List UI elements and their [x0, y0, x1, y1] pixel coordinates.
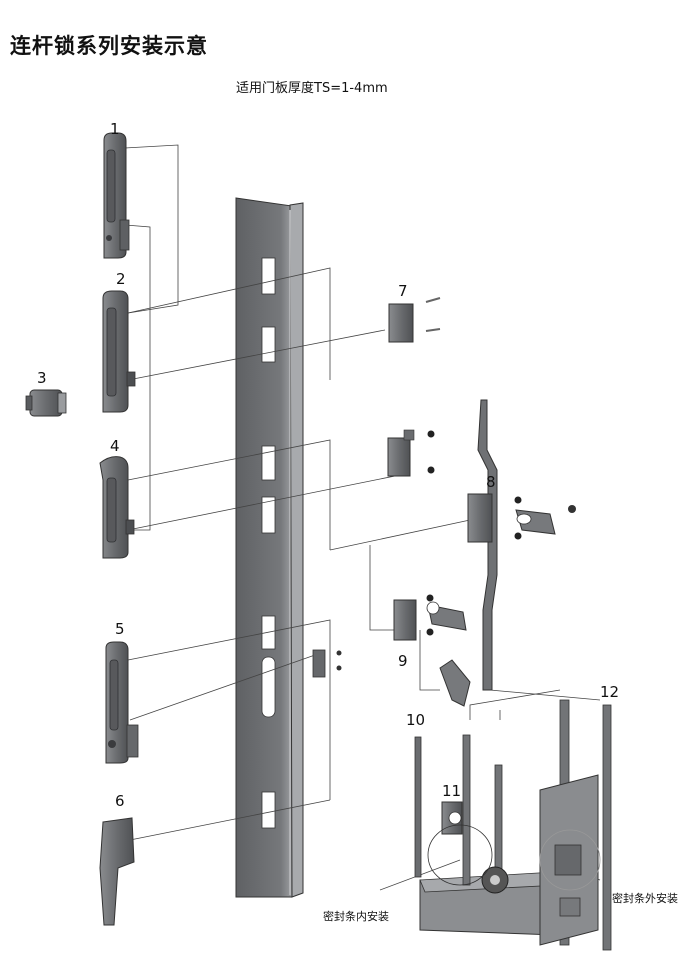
part-label-9: 9 [398, 652, 408, 670]
part-label-6: 6 [115, 792, 125, 810]
part-label-2: 2 [116, 270, 126, 288]
part-4-handle [99, 456, 135, 559]
part-10-bracket [439, 659, 471, 707]
part-11-12-assembly [414, 699, 612, 951]
part-label-4: 4 [110, 437, 120, 455]
caption-seal-inner: 密封条内安装 [323, 910, 389, 923]
part-9-guide-bracket [393, 594, 467, 641]
diagram-subtitle: 适用门板厚度TS=1-4mm [236, 81, 388, 96]
small-bracket [312, 649, 342, 678]
part-7-guide-block [387, 297, 441, 477]
part-label-12: 12 [600, 683, 620, 701]
part-label-3: 3 [37, 369, 47, 387]
part-8-latch-bar [467, 399, 576, 691]
part-label-11: 11 [442, 782, 462, 800]
part-1-handle [103, 132, 130, 259]
part-6-lever-handle [99, 817, 135, 926]
part-label-1: 1 [110, 120, 120, 138]
door-panel [235, 197, 304, 898]
part-2-handle [102, 290, 136, 413]
part-label-10: 10 [406, 711, 426, 729]
part-label-7: 7 [398, 282, 408, 300]
part-3-cylinder [25, 389, 67, 417]
diagram-title: 连杆锁系列安装示意 [10, 34, 208, 58]
part-label-5: 5 [115, 620, 125, 638]
caption-seal-outer: 密封条外安装 [612, 892, 678, 905]
part-label-8: 8 [486, 473, 496, 491]
part-5-handle [105, 641, 139, 764]
